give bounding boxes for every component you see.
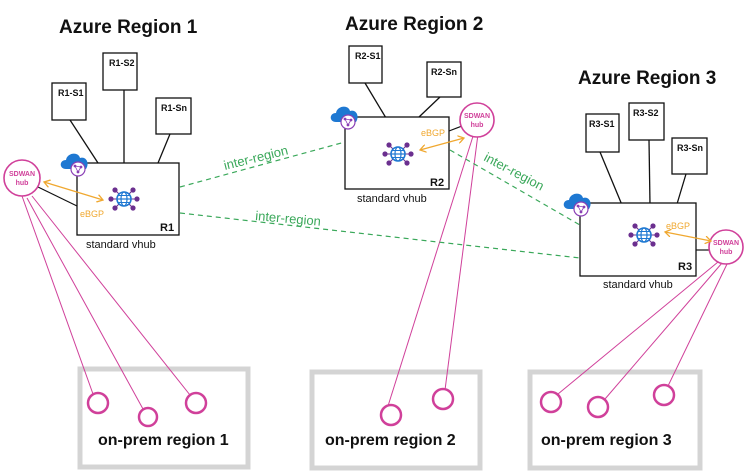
sdwan-link bbox=[444, 133, 479, 391]
spoke-label: R1-S2 bbox=[109, 58, 135, 68]
onprem-site bbox=[184, 391, 208, 415]
azure-region-1: Azure Region 1 R1-S1 R1-S2 R1-Sn R1 stan… bbox=[3, 17, 198, 251]
inter-region-link-r2-r3 bbox=[449, 149, 581, 226]
spoke-label: R1-Sn bbox=[161, 103, 187, 113]
spoke-vnet bbox=[628, 102, 665, 141]
onprem-label: on-prem region 3 bbox=[541, 432, 672, 449]
spoke-label: R2-Sn bbox=[431, 67, 457, 77]
sdwan-label: hub bbox=[16, 180, 29, 187]
vhub-label: standard vhub bbox=[603, 279, 673, 291]
spoke-label: R1-S1 bbox=[58, 88, 84, 98]
sdwan-label: SDWAN bbox=[464, 113, 490, 120]
onprem-site bbox=[379, 403, 403, 427]
spoke-vnet bbox=[348, 45, 383, 84]
onprem-site bbox=[137, 406, 159, 428]
spoke-vnet bbox=[585, 113, 620, 153]
inter-region-link-r1-r2 bbox=[179, 141, 346, 188]
spoke-vnet bbox=[155, 97, 192, 135]
onprem-site bbox=[431, 387, 455, 411]
inter-region-link-r1-r3 bbox=[179, 212, 581, 259]
onprem-label: on-prem region 1 bbox=[98, 432, 229, 449]
onprem-label: on-prem region 2 bbox=[325, 432, 456, 449]
sdwan-label: hub bbox=[720, 249, 733, 256]
spoke-vnet bbox=[51, 82, 87, 121]
inter-region-label-r1-r2: inter-region bbox=[222, 142, 289, 172]
inter-region-label-r1-r3: inter-region bbox=[255, 208, 322, 229]
sdwan-link bbox=[604, 262, 723, 400]
onprem-site bbox=[652, 383, 676, 407]
onprem-region-2: on-prem region 2 bbox=[309, 369, 483, 471]
hub-id: R3 bbox=[678, 261, 692, 273]
sdwan-link bbox=[21, 195, 94, 395]
sdwan-hub bbox=[459, 102, 495, 138]
sdwan-label: SDWAN bbox=[9, 171, 35, 178]
sdwan-hub bbox=[708, 229, 744, 265]
azure-cloud-icon bbox=[563, 193, 592, 217]
sdwan-link bbox=[387, 132, 475, 407]
spoke-vnet bbox=[102, 52, 138, 91]
ebgp-label: eBGP bbox=[666, 221, 690, 231]
onprem-site bbox=[86, 391, 110, 415]
spoke-label: R3-S2 bbox=[633, 108, 659, 118]
vhub-label: standard vhub bbox=[86, 239, 156, 251]
ebgp-arrow bbox=[665, 232, 711, 241]
ebgp-label: eBGP bbox=[421, 128, 445, 138]
onprem-region-3: on-prem region 3 bbox=[527, 369, 703, 471]
region-title: Azure Region 3 bbox=[578, 68, 716, 89]
azure-region-3: Azure Region 3 R3-S1 R3-S2 R3-Sn R3 stan… bbox=[563, 68, 744, 291]
onprem-site bbox=[539, 390, 563, 414]
azure-region-2: Azure Region 2 R2-S1 R2-Sn R2 standard v… bbox=[330, 14, 495, 205]
ebgp-arrow bbox=[420, 138, 464, 150]
azure-cloud-icon bbox=[330, 106, 359, 130]
sdwan-label: SDWAN bbox=[713, 240, 739, 247]
spoke-label: R2-S1 bbox=[355, 51, 381, 61]
ebgp-arrow bbox=[44, 182, 103, 200]
azure-cloud-icon bbox=[60, 153, 89, 177]
spoke-label: R3-Sn bbox=[677, 143, 703, 153]
sdwan-hub bbox=[3, 159, 41, 197]
sdwan-link bbox=[26, 197, 144, 410]
ebgp-label: eBGP bbox=[80, 209, 104, 219]
sdwan-label: hub bbox=[471, 122, 484, 129]
sdwan-link bbox=[557, 261, 719, 395]
spoke-vnet bbox=[426, 61, 462, 98]
spoke-vnet bbox=[671, 137, 708, 175]
hub-id: R2 bbox=[430, 177, 444, 189]
sdwan-links bbox=[21, 132, 729, 410]
onprem-site bbox=[586, 395, 610, 419]
hub-id: R1 bbox=[160, 222, 174, 234]
onprem-region-1: on-prem region 1 bbox=[77, 366, 251, 470]
spoke-label: R3-S1 bbox=[589, 119, 615, 129]
sdwan-link bbox=[31, 195, 191, 396]
region-title: Azure Region 2 bbox=[345, 14, 483, 35]
region-title: Azure Region 1 bbox=[59, 17, 198, 38]
vhub-label: standard vhub bbox=[357, 193, 427, 205]
sdwan-link bbox=[667, 261, 729, 387]
